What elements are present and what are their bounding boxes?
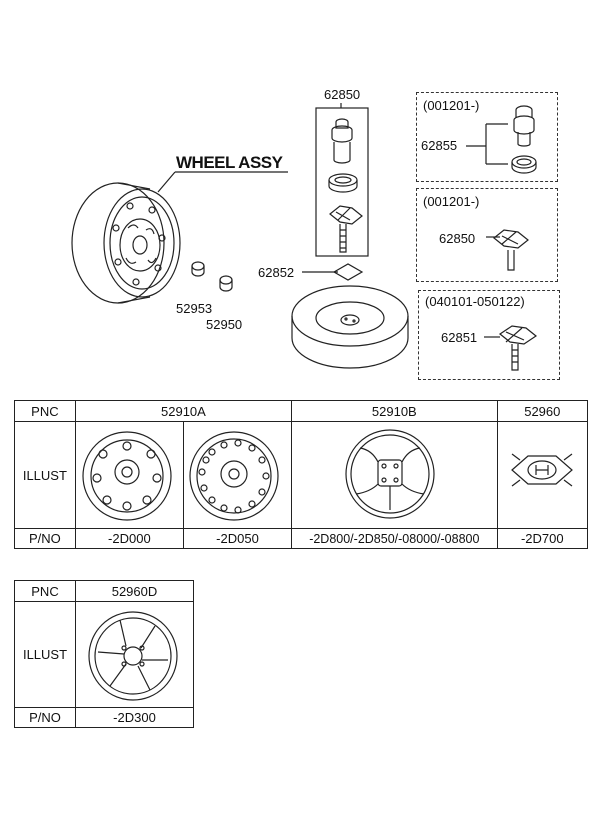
- parts-table-main: PNC 52910A 52910B 52960 ILLUST P/NO -2D0…: [14, 400, 589, 549]
- pnc-cell-52960: 52960: [496, 400, 589, 422]
- variant-box-3-date: (040101-050122): [425, 294, 525, 309]
- row-header-illust: ILLUST: [14, 601, 76, 708]
- variant-box-2: (001201-) 62850: [416, 188, 558, 282]
- variant-box-1-part: 62855: [421, 138, 458, 153]
- part-52953-label: 52953: [176, 301, 213, 316]
- wheel-assy-illustration: [71, 182, 181, 304]
- illust-cell-2d000: [74, 421, 184, 529]
- row-header-pnc: PNC: [14, 580, 76, 602]
- variant-box-1-date: (001201-): [423, 98, 480, 113]
- illust-cell-2d800: [291, 421, 498, 529]
- pno-cell-2d800: -2D800/-2D850/-08000/-08800: [291, 528, 498, 549]
- row-header-illust: ILLUST: [14, 421, 76, 529]
- spare-bolt-assembly-illustration: [328, 118, 363, 253]
- pnc-cell-52910b: 52910B: [291, 400, 498, 422]
- spare-tire-illustration: [291, 285, 409, 369]
- row-header-pnc: PNC: [14, 400, 76, 422]
- wheel-assy-title: WHEEL ASSY: [176, 153, 283, 172]
- pnc-cell-52910a: 52910A: [74, 400, 293, 422]
- pnc-cell-52960d: 52960D: [75, 580, 194, 602]
- variant-box-2-date: (001201-): [423, 194, 480, 209]
- bolt-cap-62855-illustration: [511, 105, 537, 174]
- pno-cell-2d300: -2D300: [75, 707, 194, 728]
- illust-cell-2d700: [496, 421, 589, 529]
- parts-table-small: PNC 52960D ILLUST P/NO -2D300: [14, 580, 194, 728]
- row-header-pno: P/NO: [14, 707, 76, 728]
- variant-box-3-part: 62851: [441, 330, 478, 345]
- part-62850-label: 62850: [324, 87, 361, 102]
- bolt-62850-illustration: [493, 229, 529, 271]
- nut-52950-illustration: [219, 275, 233, 292]
- illust-cell-2d300: [75, 601, 194, 708]
- part-52950-label: 52950: [206, 317, 243, 332]
- pno-cell-2d000: -2D000: [74, 528, 184, 549]
- pno-cell-2d050: -2D050: [182, 528, 293, 549]
- row-header-pno: P/NO: [14, 528, 76, 549]
- variant-box-3: (040101-050122) 62851: [418, 290, 560, 380]
- variant-box-1: (001201-) 62855: [416, 92, 558, 182]
- illust-cell-2d050: [182, 421, 293, 529]
- part-62852-label: 62852: [258, 265, 295, 280]
- pno-cell-2d700: -2D700: [496, 528, 589, 549]
- nut-52953-illustration: [191, 261, 205, 277]
- bolt-62851-illustration: [498, 325, 538, 371]
- variant-box-2-part: 62850: [439, 231, 476, 246]
